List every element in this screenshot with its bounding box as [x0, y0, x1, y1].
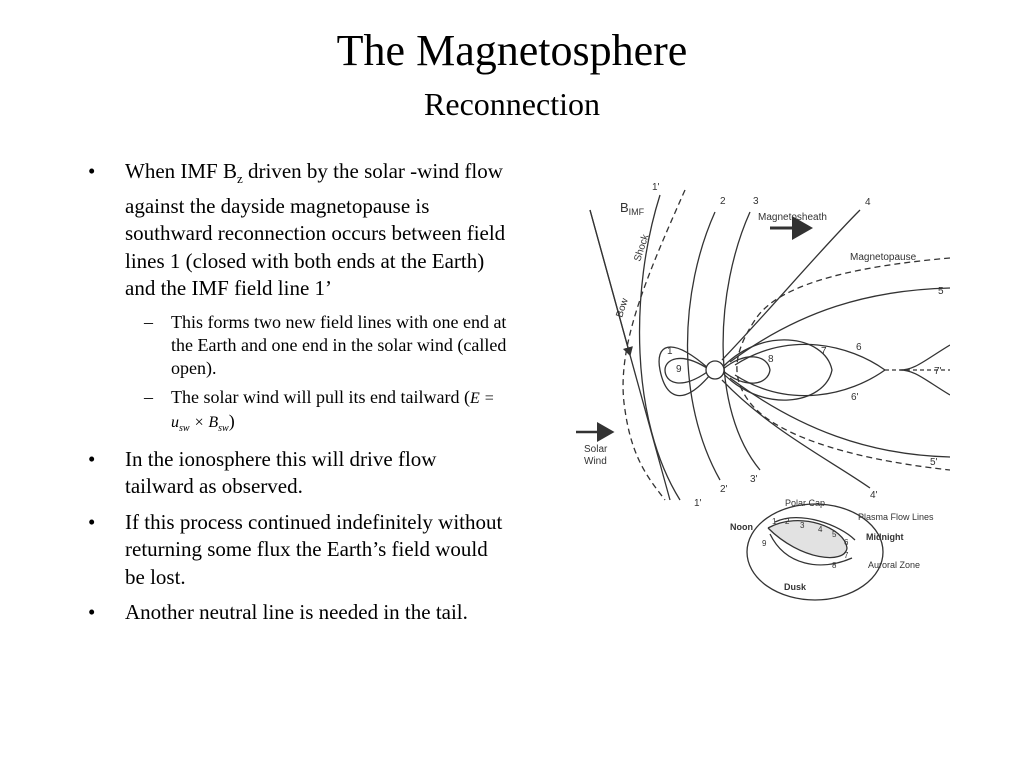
eq-b-subscript: sw [218, 422, 229, 434]
bullet-item: • If this process continued indefinitely… [88, 509, 508, 592]
bullet-marker: • [88, 509, 96, 534]
line-label: 2' [720, 484, 728, 495]
sub-bullet-text: This forms two new field lines with one … [171, 311, 507, 378]
line-label: 6 [856, 342, 862, 353]
iono-label: 7 [844, 551, 849, 560]
slide-title: The Magnetosphere [336, 26, 688, 75]
magnetopause-label: Magnetopause [850, 252, 917, 263]
bimf-label: BIMF [620, 200, 645, 217]
noon-label: Noon [730, 522, 753, 532]
shock-label: Shock [632, 232, 651, 263]
plasma-flow-line [769, 533, 853, 566]
line-label: 8 [768, 354, 774, 365]
bullet-text-cont: driven by the solar -wind flow against t… [125, 159, 506, 301]
line-label: 5' [930, 457, 938, 468]
plasma-flow-line [774, 517, 856, 541]
imf-line-3 [722, 211, 761, 471]
ionosphere-labels: 1 2 3 4 5 6 7 8 9 [762, 517, 849, 570]
iono-label: 4 [818, 525, 823, 534]
sub-bullet-text-end: ) [228, 410, 235, 431]
field-line-8 [721, 356, 771, 384]
bullet-list: • When IMF Bz driven by the solar -wind … [88, 158, 508, 635]
field-line-7 [719, 339, 833, 401]
line-label: 3' [750, 474, 758, 485]
line-label: 7' [934, 366, 942, 377]
dusk-label: Dusk [784, 582, 807, 592]
imf-line [589, 209, 633, 357]
equation: E = usw × Bsw [171, 389, 495, 434]
imf-line-1p [638, 194, 681, 501]
field-line-4 [721, 209, 861, 361]
field-line-7p [899, 344, 950, 396]
line-label: 2 [720, 196, 726, 207]
eq-u-vector: u [171, 413, 179, 431]
wind-label: Wind [584, 456, 607, 467]
bullet-marker: • [88, 159, 96, 183]
polar-cap-oval [767, 519, 848, 559]
polar-cap-label: Polar Cap [785, 498, 825, 508]
iono-label: 9 [762, 539, 767, 548]
field-line-6 [734, 343, 886, 371]
bullet-marker: • [88, 600, 96, 625]
field-line-5p [729, 377, 950, 458]
solar-label: Solar [584, 444, 608, 455]
field-line-5 [729, 287, 950, 363]
line-label: 5 [938, 286, 944, 297]
sub-bullet-item: – This forms two new field lines with on… [88, 311, 508, 380]
line-label: 1 [667, 346, 673, 357]
line-label: 7 [821, 346, 827, 357]
sub-bullet-item: – The solar wind will pull its end tailw… [88, 386, 508, 440]
field-line-6p [734, 369, 886, 397]
sub-bullet-text: The solar wind will pull its end tailwar… [171, 386, 470, 407]
bullet-text: If this process continued indefinitely w… [125, 509, 503, 589]
plasma-flow-label: Plasma Flow Lines [858, 512, 934, 522]
auroral-zone-label: Auroral Zone [868, 560, 920, 570]
field-line-4p [721, 379, 871, 489]
bullet-marker: • [88, 446, 96, 471]
line-label: 4' [870, 490, 878, 501]
line-label: 4 [865, 197, 871, 208]
line-label: 1' [694, 498, 702, 509]
earth [705, 360, 725, 380]
line-label: 1' [652, 182, 660, 193]
eq-equals: = [479, 389, 495, 407]
midnight-label: Midnight [866, 532, 904, 542]
iono-label: 6 [844, 538, 849, 547]
iono-label: 2 [785, 517, 790, 526]
field-line-labels: 1' 2 3 4 5 6 7 8 9 1 7' 6' 5' 4' 3' 2' 1… [652, 182, 944, 509]
iono-label: 5 [832, 530, 837, 539]
eq-b-vector: B [208, 413, 219, 431]
eq-e-vector: E [469, 389, 480, 407]
bow-label: Bow [614, 296, 631, 319]
bullet-subscript: z [237, 171, 243, 187]
eq-u-subscript: sw [179, 422, 190, 434]
field-line-9 [664, 357, 711, 384]
bullet-text: When IMF B [125, 159, 237, 183]
iono-label: 8 [832, 561, 837, 570]
iono-label: 3 [800, 521, 805, 530]
bullet-item: • In the ionosphere this will drive flow… [88, 446, 508, 501]
bullet-item: • Another neutral line is needed in the … [88, 599, 508, 627]
magnetosheath-label: Magnetosheath [758, 212, 827, 223]
iono-label: 1 [772, 517, 777, 526]
line-label: 9 [676, 364, 682, 375]
field-line-1 [658, 346, 711, 397]
bullet-text: In the ionosphere this will drive flow t… [125, 446, 437, 499]
magnetosphere-diagram: BIMF Magnetosheath Magnetopause Bow Shoc… [576, 182, 950, 601]
bow-shock [622, 189, 686, 501]
eq-cross: × [189, 413, 209, 431]
line-label: 3 [753, 196, 759, 207]
bullet-text: Another neutral line is needed in the ta… [125, 600, 468, 625]
bullet-item: • When IMF Bz driven by the solar -wind … [88, 158, 508, 303]
magnetopause [736, 257, 950, 471]
line-label: 6' [851, 392, 859, 403]
dash-marker: – [144, 311, 153, 332]
dash-marker: – [144, 386, 153, 407]
imf-line-2 [686, 211, 721, 481]
slide-subtitle: Reconnection [424, 86, 600, 122]
